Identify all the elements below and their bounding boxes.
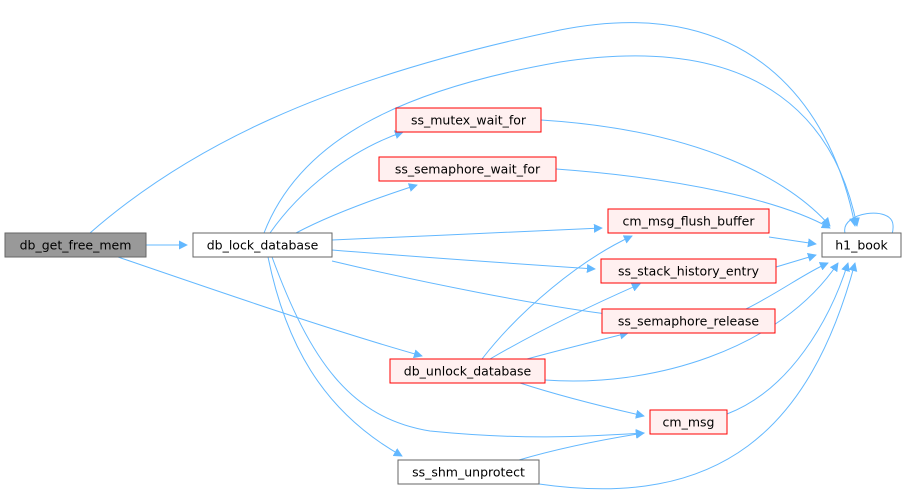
node-box bbox=[395, 107, 542, 133]
edge-db_lock_database-to-ss_semaphore_wait_for bbox=[295, 183, 418, 234]
node-db-get-free-mem[interactable]: db_get_free_mem bbox=[4, 232, 147, 258]
node-cm-msg[interactable]: cm_msg bbox=[649, 409, 728, 435]
edge-ss_semaphore_wait_for-to-h1_book bbox=[555, 168, 831, 229]
node-box bbox=[4, 232, 147, 258]
node-box bbox=[192, 232, 333, 258]
edge-db_unlock_database-to-cm_msg bbox=[519, 382, 645, 419]
node-label: db_lock_database bbox=[207, 238, 319, 253]
edge-cm_msg_flush_buffer-to-h1_book bbox=[768, 236, 817, 248]
edge-db_unlock_database-to-ss_semaphore_release bbox=[526, 330, 629, 360]
edge-db_get_free_mem-to-db_unlock_database bbox=[117, 256, 423, 359]
node-db-lock-database[interactable]: db_lock_database bbox=[192, 232, 333, 258]
node-ss-semaphore-wait-for[interactable]: ss_semaphore_wait_for bbox=[378, 156, 557, 182]
edge-db_lock_database-to-ss_shm_unprotect bbox=[267, 256, 403, 457]
edge-db_lock_database-to-ss_semaphore_release bbox=[331, 260, 616, 319]
node-label: cm_msg bbox=[663, 415, 715, 430]
edge-db_unlock_database-to-ss_stack_history_entry bbox=[489, 283, 641, 360]
node-cm-msg-flush-buffer[interactable]: cm_msg_flush_buffer bbox=[607, 208, 770, 234]
node-ss-stack-history-entry[interactable]: ss_stack_history_entry bbox=[600, 258, 777, 284]
node-box bbox=[378, 156, 557, 182]
node-box bbox=[397, 459, 540, 485]
node-ss-semaphore-release[interactable]: ss_semaphore_release bbox=[601, 308, 776, 334]
node-box bbox=[607, 208, 770, 234]
node-ss-shm-unprotect[interactable]: ss_shm_unprotect bbox=[397, 459, 540, 485]
edge-db_lock_database-to-cm_msg bbox=[271, 256, 645, 438]
node-box bbox=[601, 308, 776, 334]
node-label: ss_semaphore_wait_for bbox=[395, 162, 541, 177]
node-label: h1_book bbox=[835, 238, 888, 253]
node-label: db_get_free_mem bbox=[20, 238, 132, 253]
node-ss-mutex-wait-for[interactable]: ss_mutex_wait_for bbox=[395, 107, 542, 133]
edge-cm_msg-to-h1_book bbox=[726, 262, 850, 415]
node-db-unlock-database[interactable]: db_unlock_database bbox=[389, 358, 546, 384]
nodes-layer: db_get_free_mem db_lock_database h1_bookdb… bbox=[4, 107, 902, 485]
edge-ss_stack_history_entry-to-h1_book bbox=[775, 253, 817, 268]
node-box bbox=[821, 232, 902, 258]
edge-db_lock_database-to-h1_book bbox=[263, 55, 860, 234]
edge-ss_semaphore_release-to-h1_book bbox=[745, 262, 829, 310]
node-label: ss_stack_history_entry bbox=[618, 264, 760, 279]
edge-db_get_free_mem-to-h1_book bbox=[89, 22, 858, 234]
node-box bbox=[389, 358, 546, 384]
edge-db_lock_database-to-cm_msg_flush_buffer bbox=[331, 223, 603, 241]
edge-ss_mutex_wait_for-to-h1_book bbox=[540, 119, 831, 227]
node-label: db_unlock_database bbox=[404, 364, 532, 379]
edge-db_unlock_database-to-cm_msg_flush_buffer bbox=[481, 235, 633, 360]
node-box bbox=[600, 258, 777, 284]
node-label: ss_semaphore_release bbox=[618, 314, 760, 329]
node-box bbox=[649, 409, 728, 435]
node-h1-book[interactable]: h1_book bbox=[821, 232, 902, 258]
node-label: ss_mutex_wait_for bbox=[411, 113, 527, 128]
edge-db_unlock_database-to-h1_book bbox=[544, 262, 839, 382]
edge-db_lock_database-to-ss_mutex_wait_for bbox=[269, 130, 404, 234]
edge-db_lock_database-to-ss_stack_history_entry bbox=[331, 249, 596, 273]
node-label: ss_shm_unprotect bbox=[412, 465, 525, 480]
node-label: cm_msg_flush_buffer bbox=[623, 214, 756, 229]
edges-layer bbox=[89, 22, 894, 490]
edge-ss_shm_unprotect-to-h1_book bbox=[538, 262, 858, 490]
edge-ss_shm_unprotect-to-cm_msg bbox=[518, 429, 645, 461]
